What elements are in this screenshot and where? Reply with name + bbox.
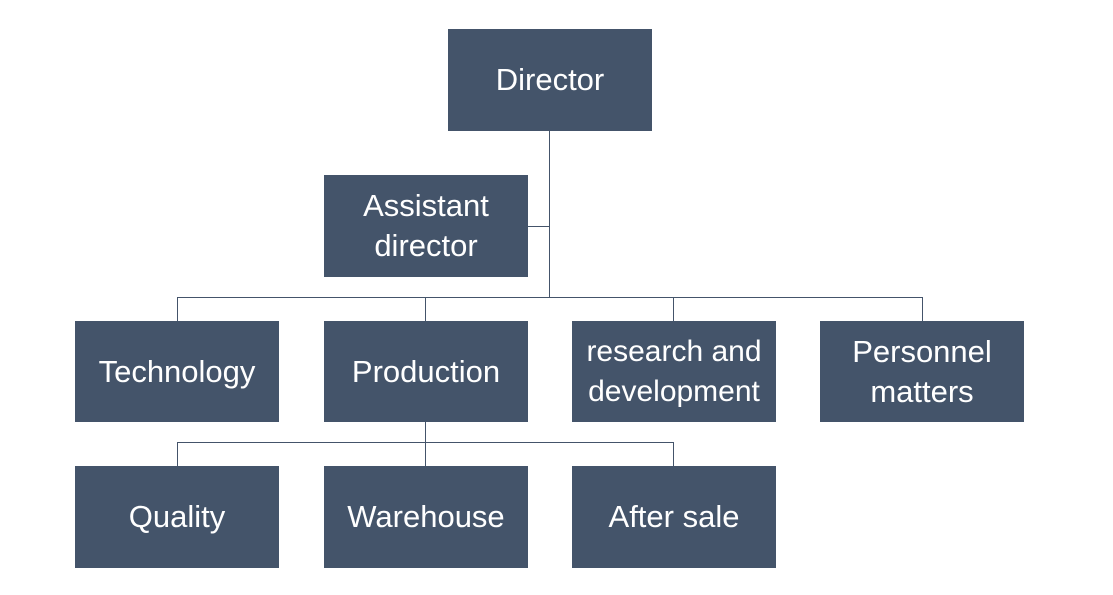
node-production-label: Production xyxy=(351,353,501,389)
node-quality-label: Quality xyxy=(128,499,226,534)
connector-drop-production xyxy=(425,297,426,321)
node-personnel-matters-label: Personnel matters xyxy=(852,333,992,409)
node-production: Production xyxy=(324,321,528,422)
node-personnel-matters: Personnel matters xyxy=(820,321,1024,422)
connector-drop-technology xyxy=(177,297,178,321)
node-technology: Technology xyxy=(75,321,279,422)
node-after-sale-label: After sale xyxy=(608,499,740,534)
connector-drop-research xyxy=(673,297,674,321)
node-research-and-development-label: research and development xyxy=(586,334,762,408)
node-after-sale: After sale xyxy=(572,466,776,568)
connector-assistant-branch xyxy=(527,226,549,227)
connector-director-trunk xyxy=(549,131,550,298)
node-research-and-development: research and development xyxy=(572,321,776,422)
connector-drop-after-sale xyxy=(673,442,674,466)
connector-drop-quality xyxy=(177,442,178,466)
node-director-label: Director xyxy=(495,62,605,97)
node-warehouse: Warehouse xyxy=(324,466,528,568)
connector-departments-bus xyxy=(177,297,923,298)
node-director: Director xyxy=(448,29,652,131)
connector-production-trunk xyxy=(425,421,426,443)
node-assistant-director: Assistant director xyxy=(324,175,528,277)
node-technology-label: Technology xyxy=(98,353,256,389)
node-warehouse-label: Warehouse xyxy=(347,499,505,534)
node-assistant-director-label: Assistant director xyxy=(363,188,489,263)
node-quality: Quality xyxy=(75,466,279,568)
connector-drop-warehouse xyxy=(425,442,426,466)
connector-drop-personnel xyxy=(922,297,923,321)
